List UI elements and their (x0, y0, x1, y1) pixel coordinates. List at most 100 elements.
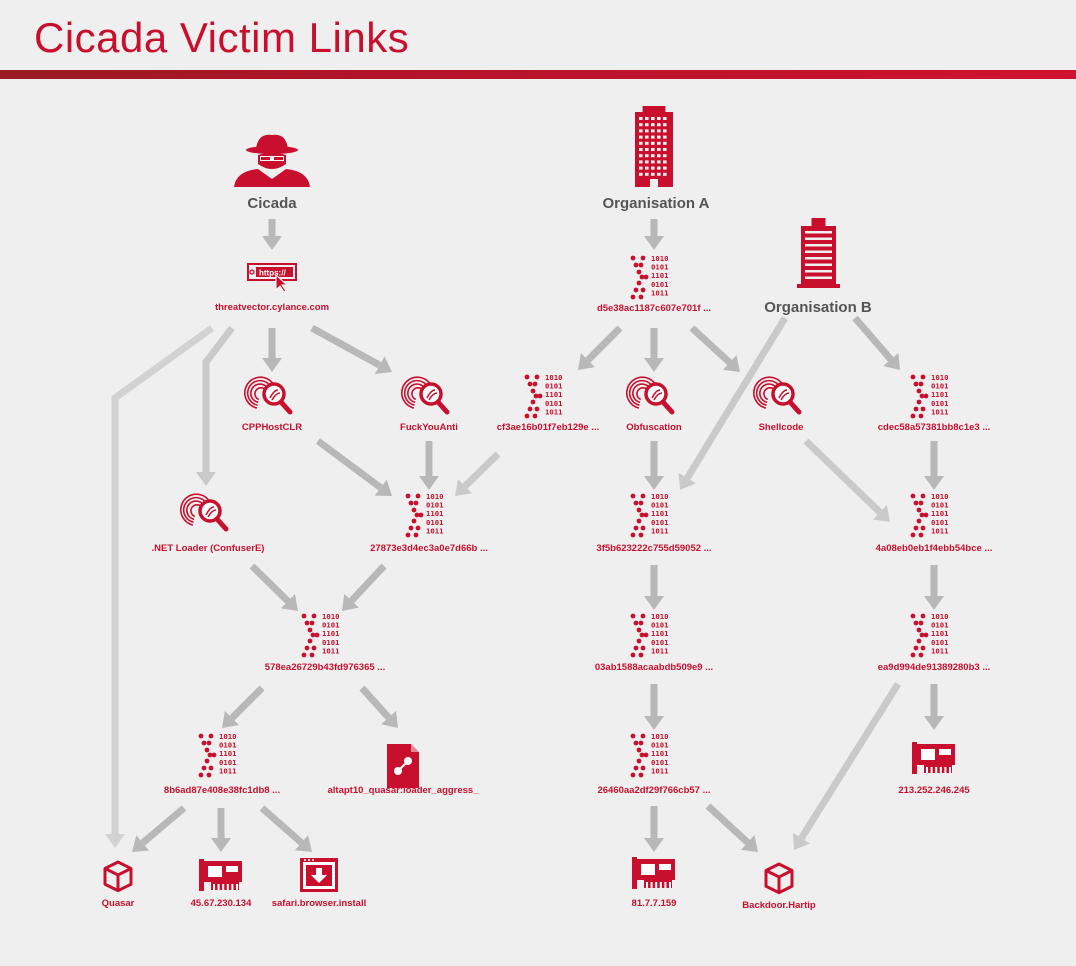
malware-cube-icon (764, 862, 794, 895)
link-arrow-5 (196, 325, 235, 486)
entity-label-org-b: Organisation B (764, 299, 872, 316)
node-label-quasar: Quasar (102, 898, 135, 909)
node-label-shellcode: Shellcode (759, 422, 804, 433)
binary-digits: 1010 (651, 254, 669, 263)
office-building-icon-org-b (797, 218, 840, 288)
link-arrow-13 (359, 685, 398, 728)
malware-cube-icon (103, 860, 133, 893)
link-arrow-2 (644, 219, 664, 250)
binary-digits: 1011 (931, 526, 949, 535)
title-underline-bar (0, 70, 1076, 79)
office-building-icon-org-a (635, 106, 673, 187)
hacker-spy-icon (234, 134, 310, 187)
binary-digits: 0101 (426, 518, 444, 527)
node-label-hea9d: ea9d994de91389280b3 ... (878, 662, 991, 673)
binary-digits: 0101 (931, 501, 949, 510)
link-arrow-24 (644, 806, 664, 852)
link-arrow-15 (211, 808, 231, 852)
node-label-obfuscation: Obfuscation (626, 422, 682, 433)
node-label-h03ab: 03ab1588acaabdb509e9 ... (595, 662, 713, 673)
link-arrow-31 (792, 682, 901, 850)
network-card-icon (199, 859, 242, 891)
binary-digits: 1010 (651, 612, 669, 621)
binary-digits: 0101 (931, 518, 949, 527)
binary-digits: 1010 (651, 732, 669, 741)
link-arrow-19 (689, 325, 740, 372)
binary-digits: 1010 (426, 492, 444, 501)
binary-digits: 0101 (651, 638, 669, 647)
link-arrow-29 (924, 565, 944, 610)
network-card-icon (912, 742, 955, 774)
binary-digits: 1010 (931, 612, 949, 621)
binary-digits: 1101 (931, 629, 949, 638)
fingerprint-search-icon (626, 376, 675, 415)
link-arrow-3 (262, 328, 282, 372)
node-label-h578ea: 578ea26729b43fd976365 ... (265, 662, 385, 673)
binary-digits: 1010 (651, 492, 669, 501)
binary-digits: 0101 (651, 741, 669, 750)
link-arrow-30 (924, 684, 944, 730)
link-arrow-18 (644, 328, 664, 372)
link-arrow-14 (132, 805, 187, 852)
binary-digits: 1101 (651, 629, 669, 638)
node-label-backdoor: Backdoor.Hartip (742, 900, 816, 911)
binary-digits: 1010 (931, 373, 949, 382)
link-arrow-11 (342, 563, 387, 611)
node-label-d5e38: d5e38ac1187c607e701f ... (597, 303, 711, 314)
fingerprint-search-icon (180, 493, 229, 532)
link-arrow-9 (455, 451, 501, 496)
yara-rule-icon (387, 744, 419, 788)
node-label-safari: safari.browser.install (272, 898, 367, 909)
link-arrow-1 (262, 219, 282, 250)
binary-digits: 0101 (931, 638, 949, 647)
binary-digits: 0101 (651, 263, 669, 272)
binary-digits: 0101 (545, 399, 563, 408)
binary-digits: 0101 (322, 638, 340, 647)
binary-digits: 1101 (931, 509, 949, 518)
binary-digits: 0101 (651, 280, 669, 289)
link-arrow-12 (222, 685, 265, 728)
link-arrow-8 (419, 441, 439, 490)
link-arrow-4 (310, 324, 392, 375)
binary-digits: 1010 (931, 492, 949, 501)
node-label-altapt10: altapt10_quasar:loader_aggress_ (327, 785, 479, 796)
binary-digits: 1101 (219, 749, 237, 758)
url-icon: https:// (247, 263, 297, 293)
binary-digits: 1011 (931, 407, 949, 416)
binary-digits: 1101 (426, 509, 444, 518)
fingerprint-search-icon (401, 376, 450, 415)
binary-digits: 1010 (322, 612, 340, 621)
link-arrow-20 (644, 441, 664, 490)
node-label-netloader: .NET Loader (ConfuserE) (152, 543, 265, 554)
binary-digits: 0101 (219, 758, 237, 767)
binary-digits: 0101 (651, 518, 669, 527)
binary-digits: 1011 (651, 646, 669, 655)
node-label-ip213: 213.252.246.245 (898, 785, 970, 796)
node-label-ip45: 45.67.230.134 (191, 898, 252, 909)
link-arrow-26 (852, 315, 900, 370)
binary-digits: 1011 (651, 288, 669, 297)
link-arrow-17 (578, 325, 623, 370)
fingerprint-search-icon (753, 376, 802, 415)
link-arrow-21 (678, 316, 788, 490)
binary-digits: 1101 (651, 271, 669, 280)
binary-digits: 0101 (931, 399, 949, 408)
entity-label-cicada: Cicada (247, 195, 297, 212)
binary-digits: 1011 (219, 766, 237, 775)
download-file-icon (300, 858, 338, 892)
node-label-cdec5: cdec58a57381bb8c1e3 ... (878, 422, 991, 433)
link-arrow-10 (249, 563, 298, 611)
binary-digits: 0101 (931, 621, 949, 630)
entity-label-org-a: Organisation A (603, 195, 710, 212)
link-arrow-25 (705, 803, 758, 852)
node-label-fuckyouanti: FuckYouAnti (400, 422, 458, 433)
